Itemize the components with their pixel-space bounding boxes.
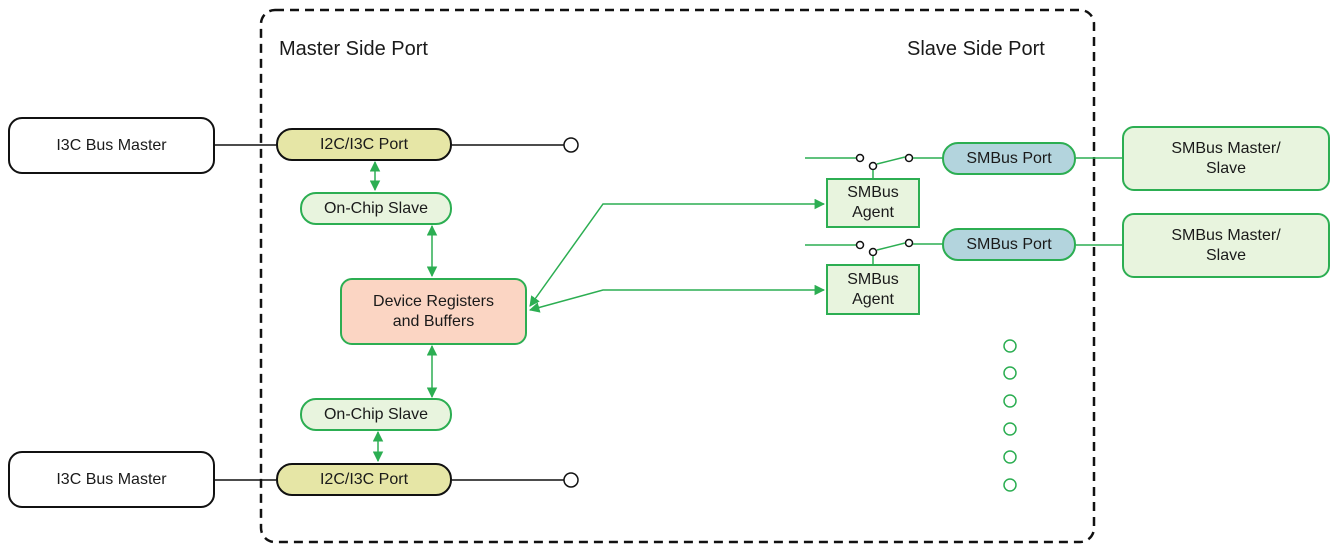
continuation-dots [1003, 339, 1017, 492]
switch-2 [805, 238, 943, 264]
i3c-bus-master-top: I3C Bus Master [8, 117, 215, 174]
on-chip-slave-bottom: On-Chip Slave [300, 398, 452, 431]
on-chip-slave-top: On-Chip Slave [300, 192, 452, 225]
i3c-bus-master-bottom: I3C Bus Master [8, 451, 215, 508]
bus-terminal-top [563, 137, 579, 153]
device-registers-buffers: Device Registers and Buffers [340, 278, 527, 345]
i2c-i3c-port-top: I2C/I3C Port [276, 128, 452, 161]
smbus-port-2: SMBus Port [942, 228, 1076, 261]
smbus-agent-2: SMBus Agent [826, 264, 920, 315]
arrow-device-agent-1 [529, 198, 826, 307]
switch-1 [805, 153, 943, 178]
dashed-boundary [259, 8, 1096, 544]
smbus-master-slave-1: SMBus Master/ Slave [1122, 126, 1330, 191]
bus-terminal-bottom [563, 472, 579, 488]
slave-side-label: Slave Side Port [907, 38, 1045, 60]
i2c-i3c-port-bottom: I2C/I3C Port [276, 463, 452, 496]
arrow-device-agent-2 [528, 284, 826, 313]
smbus-port-1: SMBus Port [942, 142, 1076, 175]
smbus-master-slave-2: SMBus Master/ Slave [1122, 213, 1330, 278]
master-side-label: Master Side Port [279, 38, 428, 60]
smbus-agent-1: SMBus Agent [826, 178, 920, 228]
